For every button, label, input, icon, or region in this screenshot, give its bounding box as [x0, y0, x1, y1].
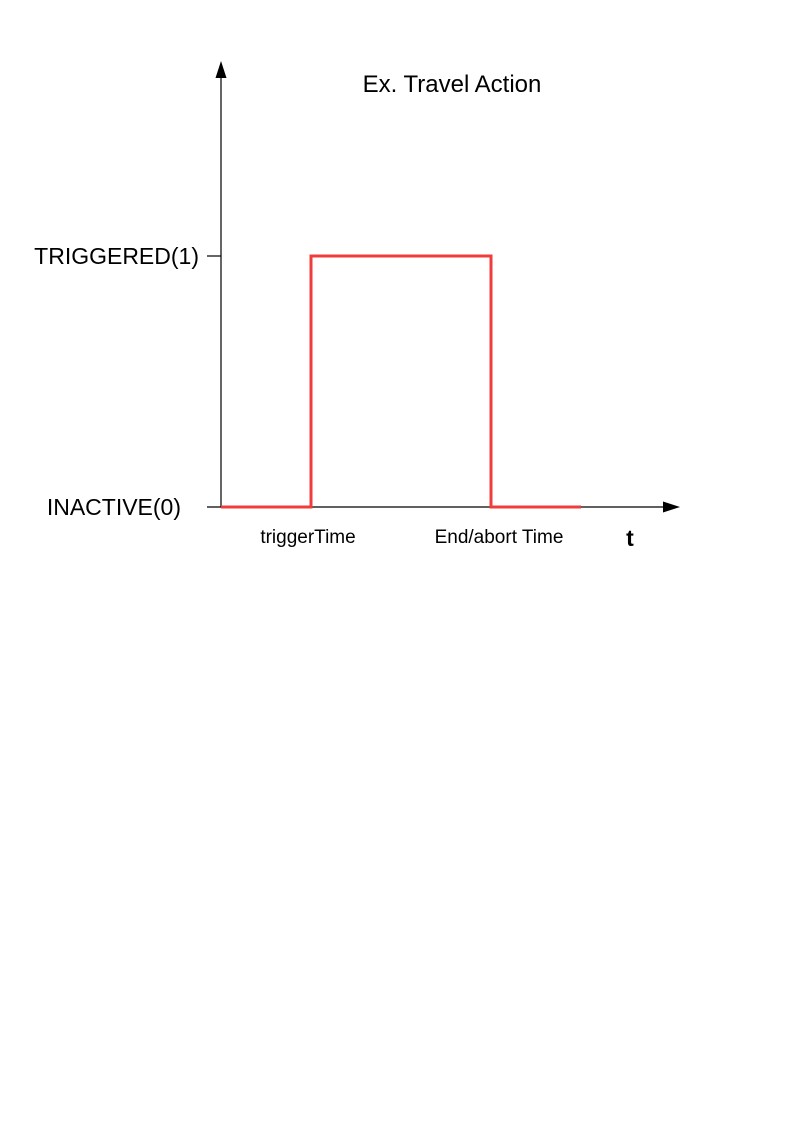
y-tick-label-triggered: TRIGGERED(1)	[34, 243, 199, 269]
x-tick-label-end-abort-time: End/abort Time	[435, 527, 564, 548]
x-axis-label: t	[626, 525, 634, 551]
x-tick-label-trigger-time: triggerTime	[260, 527, 355, 548]
y-axis-arrow	[215, 61, 227, 78]
y-tick-label-inactive: INACTIVE(0)	[47, 494, 181, 520]
x-axis-arrow	[663, 501, 680, 513]
chart-title: Ex. Travel Action	[363, 71, 542, 98]
series-line-state	[221, 254, 581, 509]
